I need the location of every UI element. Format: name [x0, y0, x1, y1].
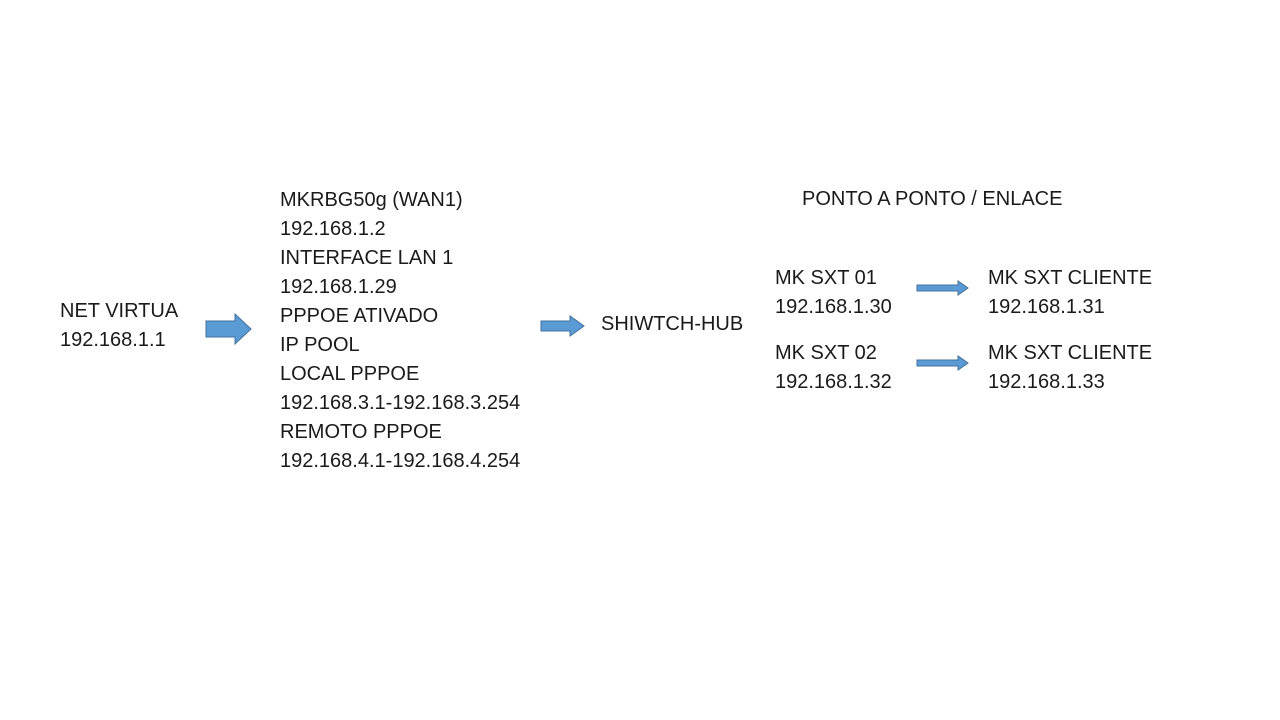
right-arrow-icon — [916, 280, 969, 296]
switch-hub-label: SHIWTCH-HUB — [601, 313, 744, 335]
sxt-01-label: MK SXT 01 — [775, 267, 877, 289]
router-ip-pool: IP POOL — [280, 334, 360, 356]
sxt-client-02-ip: 192.168.1.33 — [988, 371, 1105, 393]
router-lan-ip: 192.168.1.29 — [280, 276, 397, 298]
router-wan-ip: 192.168.1.2 — [280, 218, 386, 240]
sxt-02-ip: 192.168.1.32 — [775, 371, 892, 393]
router-config-block: MKRBG50g (WAN1) 192.168.1.2 INTERFACE LA… — [280, 186, 520, 476]
sxt-client-02-label: MK SXT CLIENTE — [988, 342, 1153, 364]
net-virtua-ip: 192.168.1.1 — [60, 329, 166, 351]
router-remote-pppoe-range: 192.168.4.1-192.168.4.254 — [280, 450, 521, 472]
sxt-client-01-ip: 192.168.1.31 — [988, 296, 1105, 318]
right-arrow-icon — [916, 355, 969, 371]
right-arrow-icon — [205, 313, 252, 345]
router-remote-pppoe-label: REMOTO PPPOE — [280, 421, 442, 443]
point-to-point-title: PONTO A PONTO / ENLACE — [802, 188, 1063, 210]
net-virtua-label: NET VIRTUA — [60, 300, 179, 322]
sxt-02-node: MK SXT 02 192.168.1.32 — [775, 339, 892, 397]
router-lan-interface: INTERFACE LAN 1 — [280, 247, 454, 269]
right-arrow-icon — [540, 315, 585, 337]
sxt-client-02-node: MK SXT CLIENTE 192.168.1.33 — [988, 339, 1152, 397]
sxt-01-node: MK SXT 01 192.168.1.30 — [775, 264, 892, 322]
sxt-01-ip: 192.168.1.30 — [775, 296, 892, 318]
router-model: MKRBG50g (WAN1) — [280, 189, 463, 211]
router-local-pppoe-label: LOCAL PPPOE — [280, 363, 420, 385]
router-pppoe-status: PPPOE ATIVADO — [280, 305, 439, 327]
sxt-client-01-node: MK SXT CLIENTE 192.168.1.31 — [988, 264, 1152, 322]
sxt-client-01-label: MK SXT CLIENTE — [988, 267, 1153, 289]
switch-hub-node: SHIWTCH-HUB — [601, 312, 743, 336]
sxt-02-label: MK SXT 02 — [775, 342, 877, 364]
router-local-pppoe-range: 192.168.3.1-192.168.3.254 — [280, 392, 521, 414]
net-virtua-node: NET VIRTUA 192.168.1.1 — [60, 297, 178, 355]
